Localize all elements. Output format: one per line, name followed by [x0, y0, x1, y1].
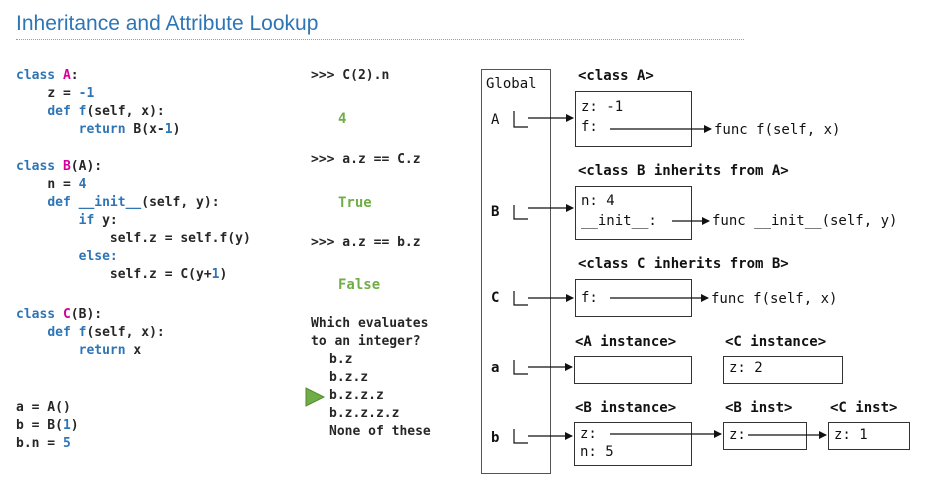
b-instance-box [574, 422, 692, 466]
frame-stub [513, 111, 528, 128]
repl-answer-2: True [338, 195, 372, 211]
frame-var-a-class: A [491, 112, 500, 128]
b-instance-title: <B instance> [575, 400, 677, 416]
c-instance-z: z: 2 [729, 360, 763, 376]
quiz-option: b.z.z.z.z [329, 406, 400, 421]
c-inst2-title: <C inst> [830, 400, 898, 416]
a-instance-title: <A instance> [575, 334, 677, 350]
frame-var-b-inst: b [491, 430, 500, 446]
answer-pointer-icon [305, 387, 326, 407]
class-a-title: <class A> [578, 68, 654, 84]
frame-stub [513, 205, 528, 220]
class-a-f: f: [581, 119, 598, 135]
c-instance-title: <C instance> [725, 334, 827, 350]
quiz-option: b.z.z [329, 370, 369, 385]
b-instance-n: n: 5 [580, 444, 614, 460]
quiz-question-line-1: Which evaluates [311, 316, 429, 331]
b-instance-z: z: [580, 426, 597, 442]
code-listing: class A: z = -1 def f(self, x): return B… [16, 68, 251, 451]
repl-query-3: >>> a.z == b.z [311, 235, 421, 250]
repl-answer-1: 4 [338, 111, 347, 127]
quiz-question-line-2: to an integer? [311, 334, 421, 349]
repl-panel: >>> C(2).n 4 >>> a.z == C.z True >>> a.z… [311, 68, 471, 448]
class-c-f: f: [581, 290, 598, 306]
quiz-option-selected: b.z.z.z [329, 388, 384, 403]
slide-title: Inheritance and Attribute Lookup [16, 12, 319, 35]
repl-answer-3: False [338, 277, 381, 293]
frame-stub [513, 360, 528, 375]
class-b-init: __init__: [581, 213, 657, 229]
c-instance-box [723, 356, 843, 384]
frame-var-b-class: B [491, 204, 500, 220]
global-frame [481, 69, 551, 474]
b-inst2-z: z: [729, 427, 746, 443]
func-init: func __init__(self, y) [712, 213, 898, 229]
b-inst2-title: <B inst> [725, 400, 793, 416]
a-instance-box [574, 356, 692, 384]
class-b-n: n: 4 [581, 193, 615, 209]
class-b-title: <class B inherits from A> [578, 163, 789, 179]
class-b-box [575, 186, 692, 240]
frame-var-c-class: C [491, 290, 500, 306]
c-inst2-box [828, 422, 910, 450]
c-inst2-z: z: 1 [834, 427, 868, 443]
global-frame-label: Global [486, 76, 537, 92]
frame-stub [513, 429, 528, 444]
frame-var-a-inst: a [491, 360, 500, 376]
b-inst2-box [723, 422, 807, 450]
quiz-option: b.z [329, 352, 353, 367]
quiz-option: None of these [329, 424, 431, 439]
func-f-a: func f(self, x) [714, 122, 841, 138]
title-divider [16, 39, 744, 40]
repl-query-1: >>> C(2).n [311, 68, 390, 83]
func-f-c: func f(self, x) [711, 291, 838, 307]
class-a-box [575, 91, 692, 147]
repl-query-2: >>> a.z == C.z [311, 152, 421, 167]
class-c-title: <class C inherits from B> [578, 256, 789, 272]
class-a-z: z: -1 [581, 99, 624, 115]
frame-stub [513, 291, 528, 306]
